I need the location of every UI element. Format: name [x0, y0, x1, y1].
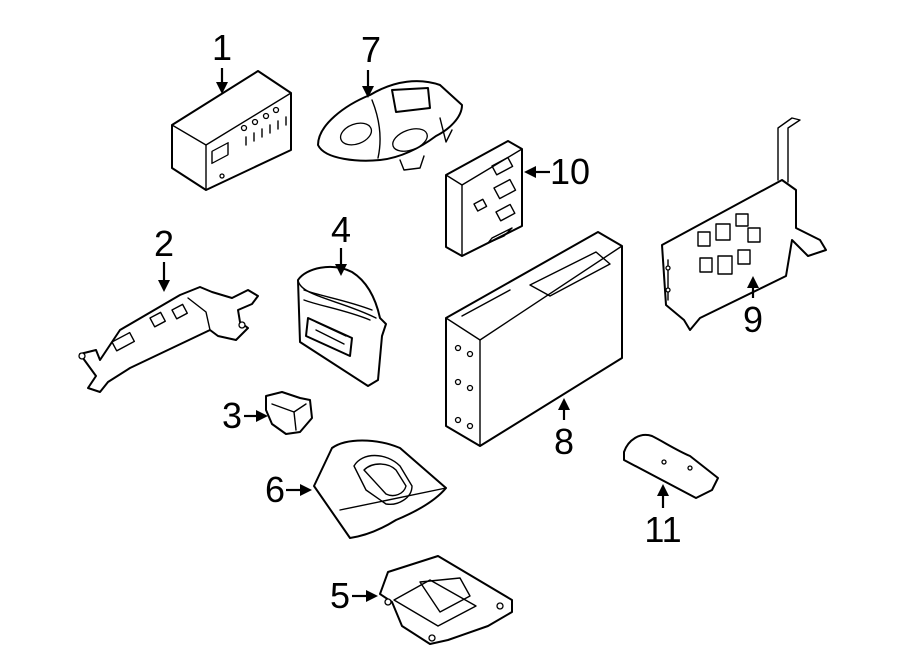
- svg-text:1: 1: [212, 27, 232, 68]
- part-7-switch-panel[interactable]: [317, 80, 463, 171]
- callout-2: 2: [154, 223, 174, 292]
- callout-9: 9: [743, 276, 763, 340]
- svg-text:3: 3: [222, 395, 242, 436]
- part-10-ecu[interactable]: [445, 140, 523, 257]
- svg-text:8: 8: [554, 421, 574, 462]
- svg-text:6: 6: [265, 469, 285, 510]
- part-4-module[interactable]: [297, 265, 387, 387]
- svg-text:7: 7: [361, 29, 381, 70]
- part-3-sensor[interactable]: [265, 391, 313, 435]
- callout-8: 8: [554, 398, 574, 462]
- callout-1: 1: [212, 27, 232, 94]
- callout-10: 10: [524, 151, 590, 192]
- callout-3: 3: [222, 395, 268, 436]
- svg-text:10: 10: [550, 151, 590, 192]
- part-8-module[interactable]: [445, 231, 623, 447]
- svg-text:4: 4: [331, 209, 351, 250]
- svg-text:9: 9: [743, 299, 763, 340]
- callout-7: 7: [361, 29, 381, 98]
- svg-text:2: 2: [154, 223, 174, 264]
- callout-11: 11: [644, 484, 682, 550]
- part-6-bezel[interactable]: [313, 439, 447, 539]
- svg-text:5: 5: [330, 575, 350, 616]
- part-2-bracket[interactable]: [78, 286, 259, 393]
- callout-5: 5: [330, 575, 378, 616]
- part-9-bracket[interactable]: [661, 117, 827, 331]
- part-1-module[interactable]: [171, 70, 292, 191]
- part-5-base[interactable]: [379, 555, 513, 645]
- svg-text:11: 11: [644, 509, 681, 550]
- callout-4: 4: [331, 209, 351, 276]
- part-11-key[interactable]: [623, 434, 719, 499]
- callout-6: 6: [265, 469, 312, 510]
